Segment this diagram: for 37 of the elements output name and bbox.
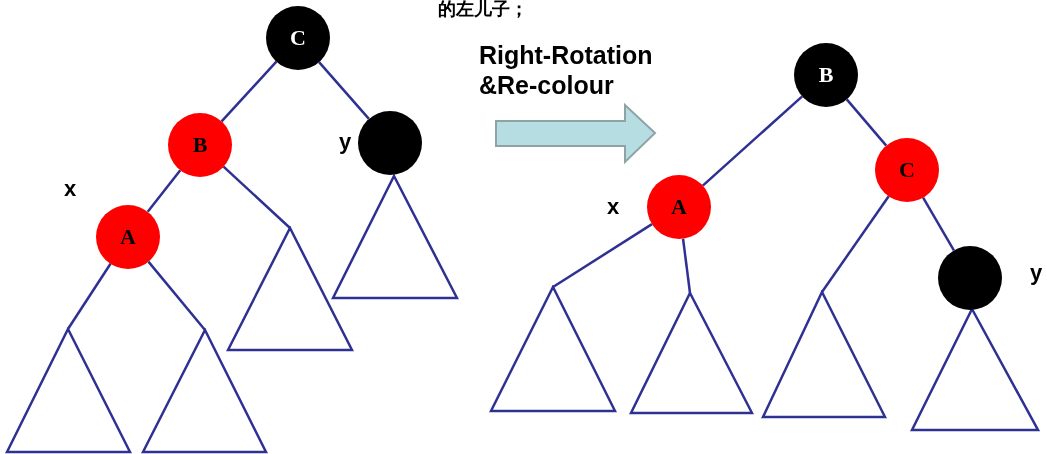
node-letter: B [818, 62, 834, 88]
tree-edge [146, 169, 182, 213]
node-letter: B [192, 132, 208, 158]
operation-label: Right-Rotation &Re-colour [479, 40, 654, 100]
node-letter: C [899, 157, 915, 183]
node-letter: C [290, 25, 306, 51]
subtree-triangle [761, 290, 887, 419]
subtree-triangle [5, 327, 132, 454]
tree-edge [820, 195, 890, 293]
tree-node-circle [358, 111, 422, 175]
tree-edge [222, 165, 291, 229]
pointer-label: x [64, 178, 77, 200]
tree-edge [66, 263, 112, 330]
tree-edge [318, 61, 370, 120]
pointer-label: y [1030, 262, 1043, 284]
tree-node-circle [266, 6, 330, 70]
tree-edge [681, 238, 692, 294]
tree-edge [922, 197, 955, 251]
subtree-triangle [489, 285, 617, 413]
subtree-triangle [226, 226, 354, 352]
tree-edge [701, 95, 804, 187]
node-letter: A [120, 224, 136, 250]
tree-edge [220, 60, 278, 123]
node-letter: A [671, 194, 687, 220]
subtree-triangle [141, 328, 268, 454]
tree-edge [845, 98, 888, 147]
note-text: 的左儿子； [438, 0, 529, 20]
subtree-triangle [331, 174, 459, 300]
pointer-label: y [339, 131, 352, 153]
tree-node-circle [168, 113, 232, 177]
subtree-triangle [629, 291, 754, 415]
subtree-triangle [910, 307, 1040, 432]
pointer-label: x [607, 196, 620, 218]
tree-edge [552, 223, 653, 289]
tree-node-circle [96, 205, 160, 269]
tree-node-circle [647, 175, 711, 239]
tree-edge [147, 260, 206, 331]
